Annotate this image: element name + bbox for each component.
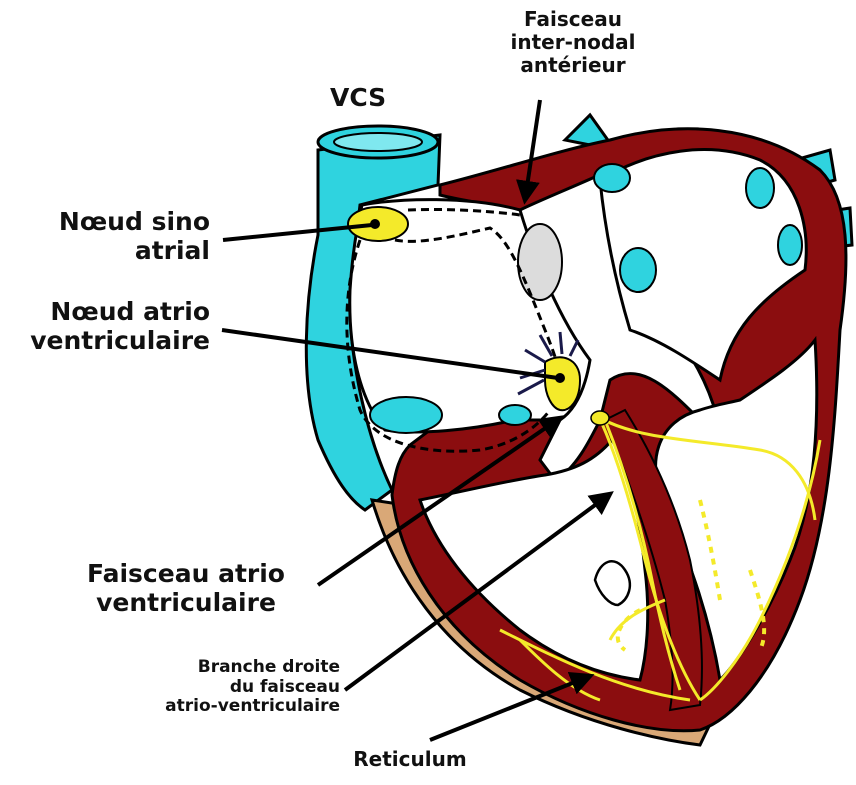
label-noeud-atrio-ventriculaire: Nœud atrio ventriculaire [10,298,210,356]
inferior-vena-cava-opening [370,397,442,433]
label-faisceau-internodal-line1: Faisceau [498,8,648,31]
label-reticulum-text: Reticulum [353,747,466,771]
label-vcs-text: VCS [330,83,386,112]
label-noeud-sino-atrial: Nœud sino atrial [10,208,210,266]
label-faisceau-atrio-line2: ventriculaire [66,589,306,618]
label-branche-droite-line2: du faisceau [110,678,340,698]
label-faisceau-internodal-line2: inter-nodal [498,31,648,54]
coronary-sinus-opening [499,405,531,425]
label-faisceau-atrio-ventriculaire: Faisceau atrio ventriculaire [66,560,306,618]
label-faisceau-internodal-line3: antérieur [498,54,648,77]
label-branche-droite: Branche droite du faisceau atrio-ventric… [110,658,340,717]
label-vcs: VCS [330,84,386,113]
label-noeud-sino-line1: Nœud sino [10,208,210,237]
label-noeud-atrio-line1: Nœud atrio [10,298,210,327]
label-faisceau-internodal: Faisceau inter-nodal antérieur [498,8,648,77]
label-noeud-sino-line2: atrial [10,237,210,266]
label-faisceau-atrio-line1: Faisceau atrio [66,560,306,589]
fossa-ovalis [518,224,562,300]
label-branche-droite-line1: Branche droite [110,658,340,678]
label-branche-droite-line3: atrio-ventriculaire [110,697,340,717]
label-reticulum: Reticulum [340,748,480,771]
label-noeud-atrio-line2: ventriculaire [10,327,210,356]
